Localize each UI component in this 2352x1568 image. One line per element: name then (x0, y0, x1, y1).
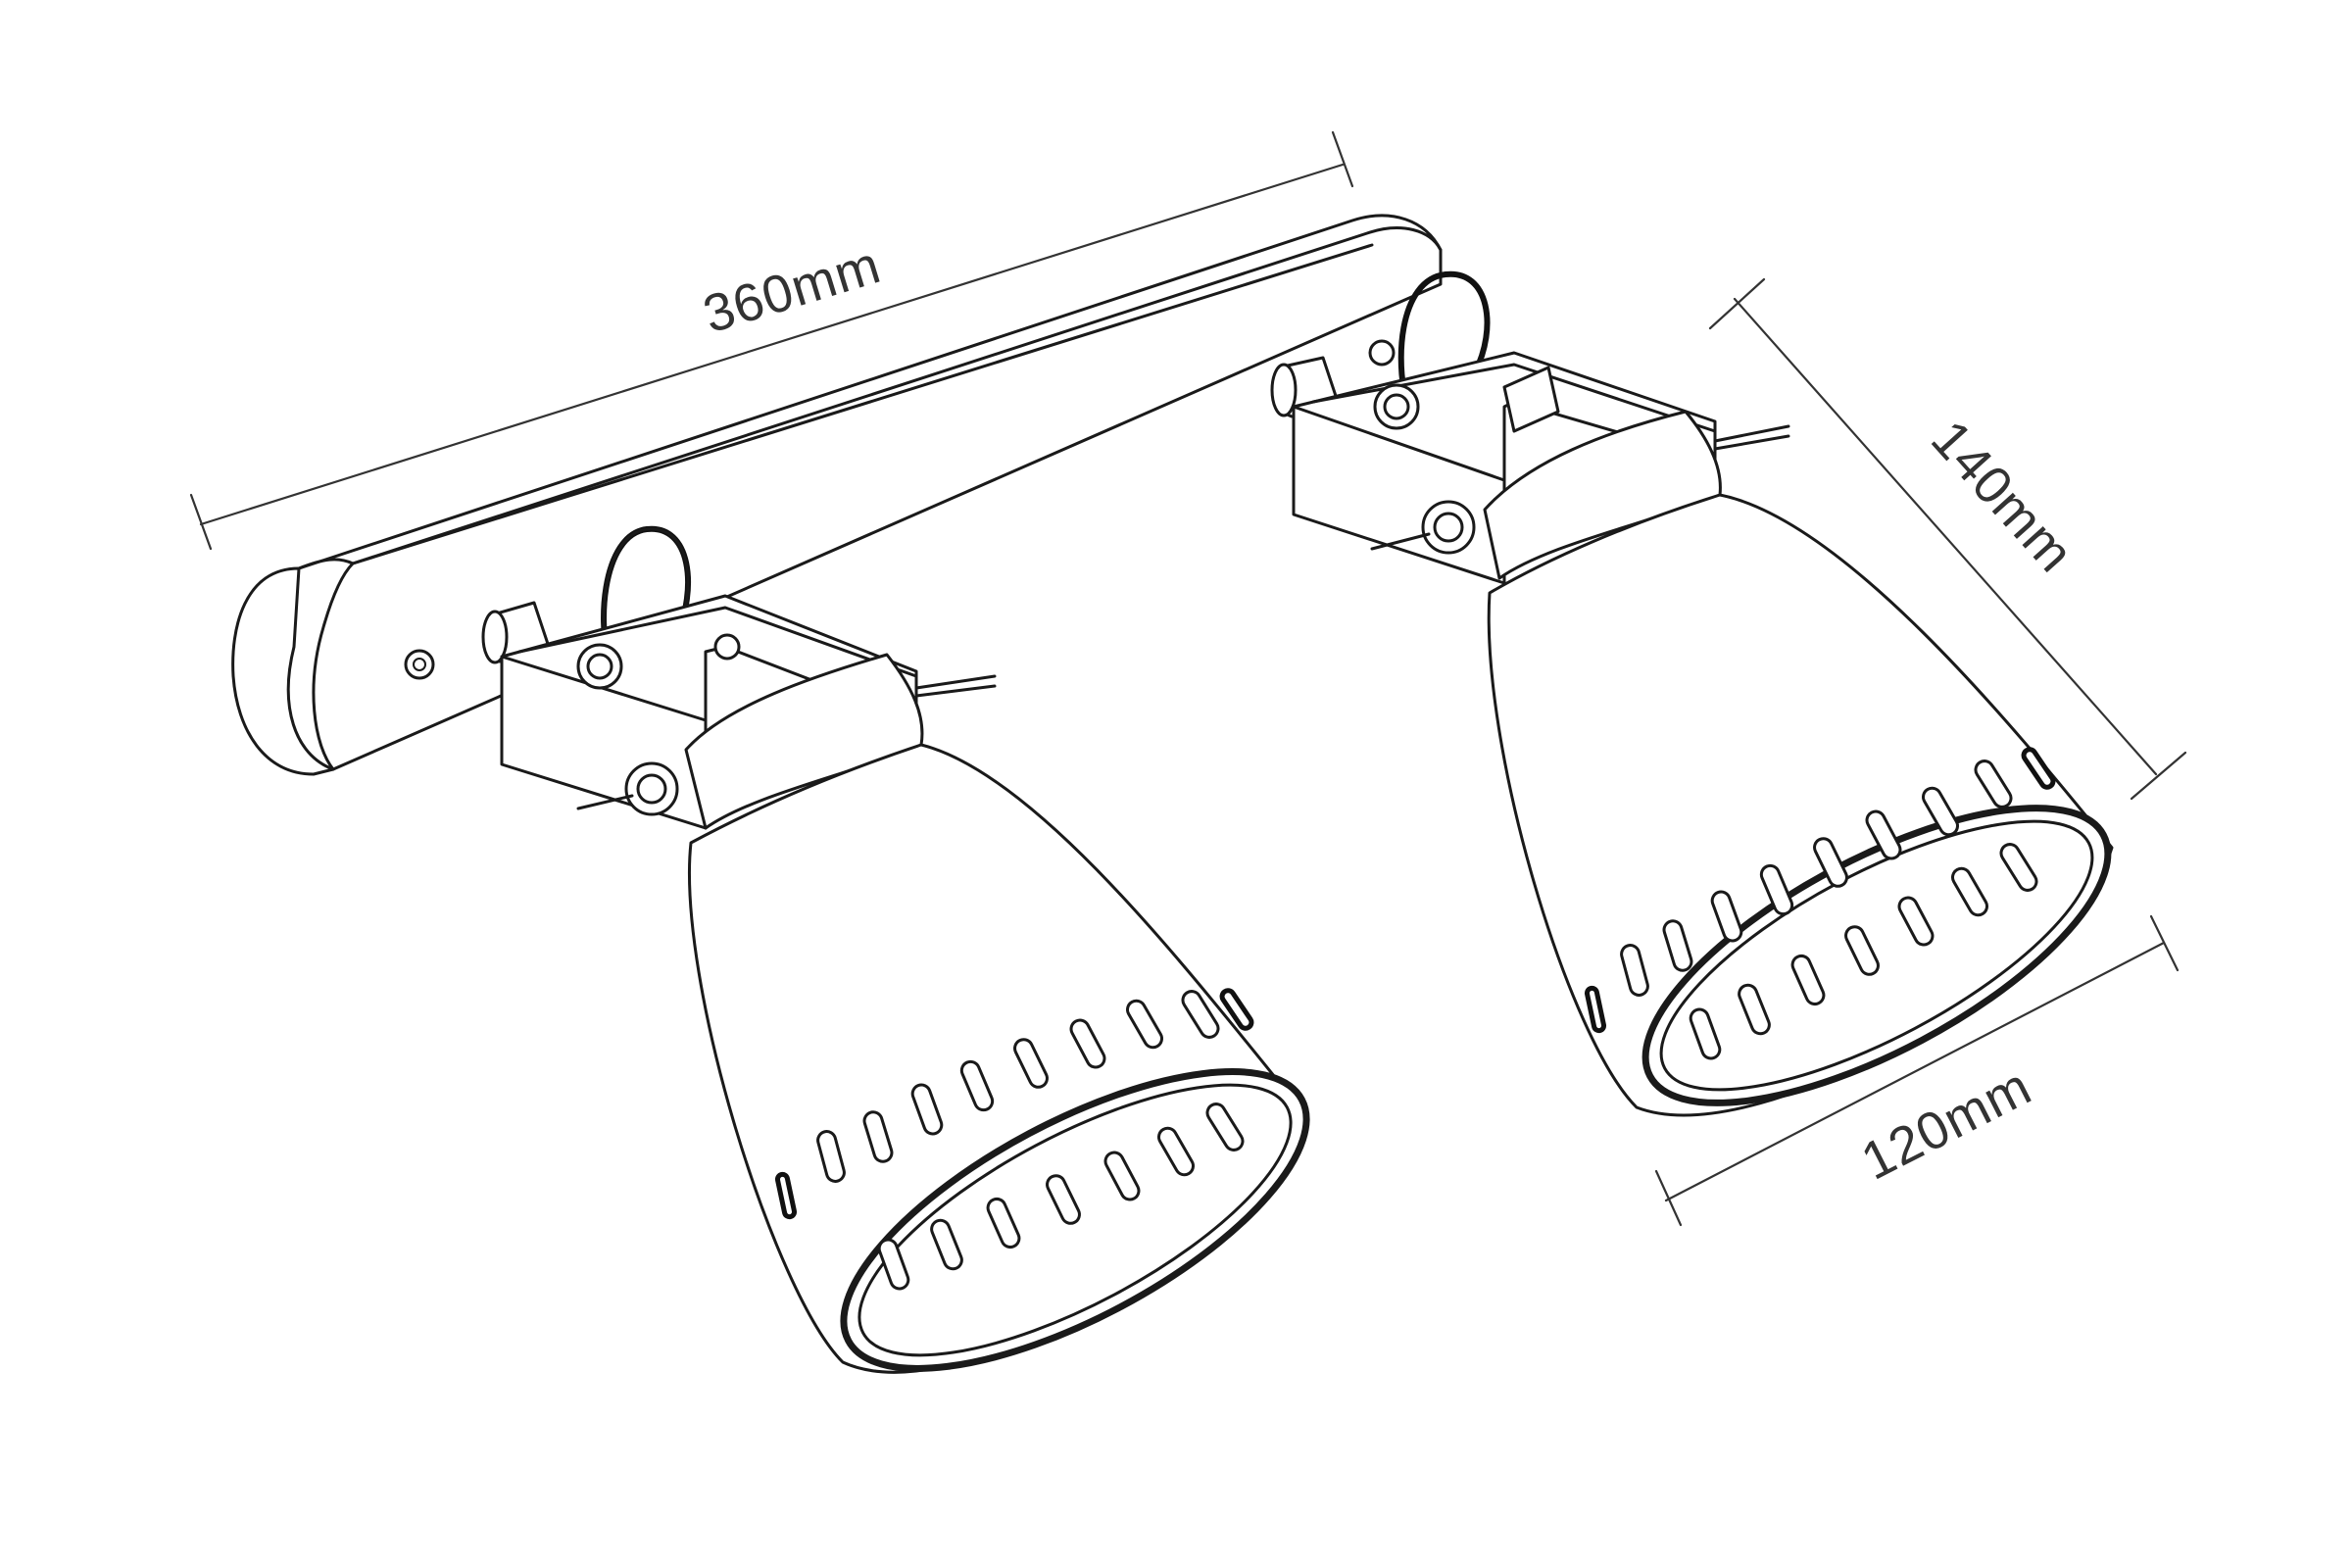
dimension-label-width: 360mm (697, 235, 888, 344)
vent-slots-outer-right (1584, 747, 2056, 1034)
vent-slots-outer (774, 988, 1254, 1220)
spotlight-right (1270, 270, 2114, 1117)
vent-slots-inner (877, 1102, 1245, 1291)
spotlight-left (481, 525, 1310, 1374)
base-bar (231, 214, 1443, 776)
dimension-label-diameter: 120mm (1852, 1056, 2040, 1191)
mounting-screw-icon (404, 649, 435, 680)
dimension-label-height: 140mm (1920, 410, 2084, 584)
vent-slots-inner-right (1689, 843, 2038, 1060)
